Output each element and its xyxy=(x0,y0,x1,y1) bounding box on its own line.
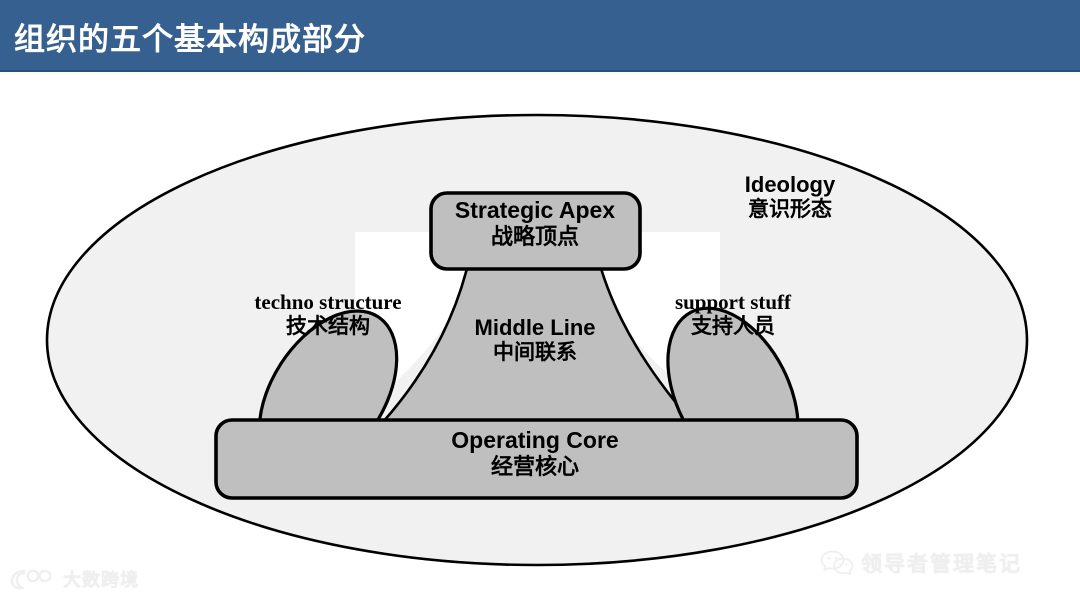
strategic-apex-shape xyxy=(429,191,642,271)
header-bar: 组织的五个基本构成部分 xyxy=(0,0,1080,72)
page-title: 组织的五个基本构成部分 xyxy=(14,22,366,57)
diagram-canvas: Strategic Apex 战略顶点 Middle Line 中间联系 Ope… xyxy=(0,72,1080,608)
organization-structure-diagram xyxy=(45,113,1029,567)
operating-core-shape xyxy=(214,418,859,500)
